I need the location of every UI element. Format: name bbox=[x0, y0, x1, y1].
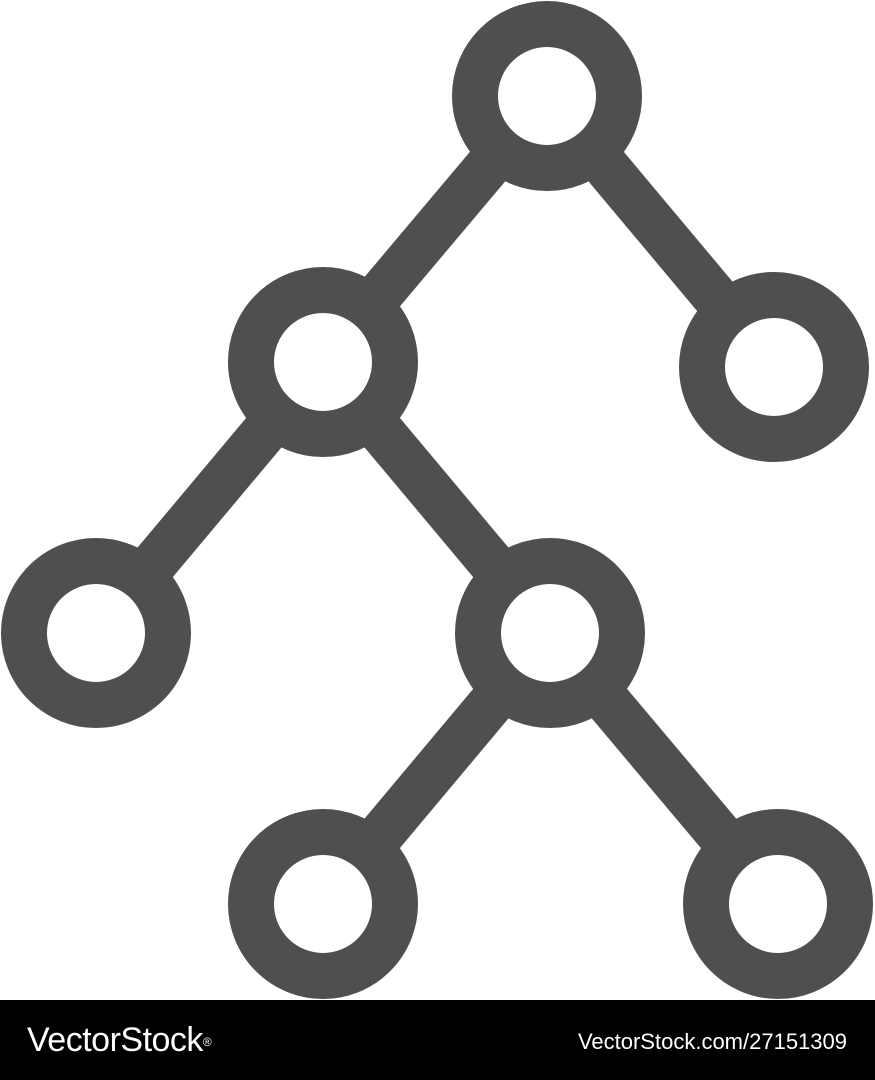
brand-logo: VectorStock® bbox=[27, 1020, 212, 1060]
brand-name: VectorStock bbox=[27, 1021, 203, 1059]
watermark-footer: VectorStock® VectorStock.com/27151309 bbox=[0, 1000, 875, 1080]
node-left-left-leaf bbox=[1, 538, 191, 728]
node-right-child bbox=[679, 272, 869, 462]
node-left-child bbox=[228, 267, 418, 457]
brand-registered-mark: ® bbox=[202, 1035, 212, 1049]
tree-diagram-icon bbox=[0, 0, 875, 1000]
node-root bbox=[452, 1, 642, 191]
stock-url: VectorStock.com/27151309 bbox=[577, 1029, 847, 1054]
tree-diagram-svg bbox=[1, 1, 873, 999]
node-left-right-child bbox=[455, 538, 645, 728]
tree-edges bbox=[78, 81, 796, 919]
node-left-right-left-leaf bbox=[228, 809, 418, 999]
tree-nodes bbox=[1, 1, 873, 999]
node-left-right-right-leaf bbox=[683, 809, 873, 999]
